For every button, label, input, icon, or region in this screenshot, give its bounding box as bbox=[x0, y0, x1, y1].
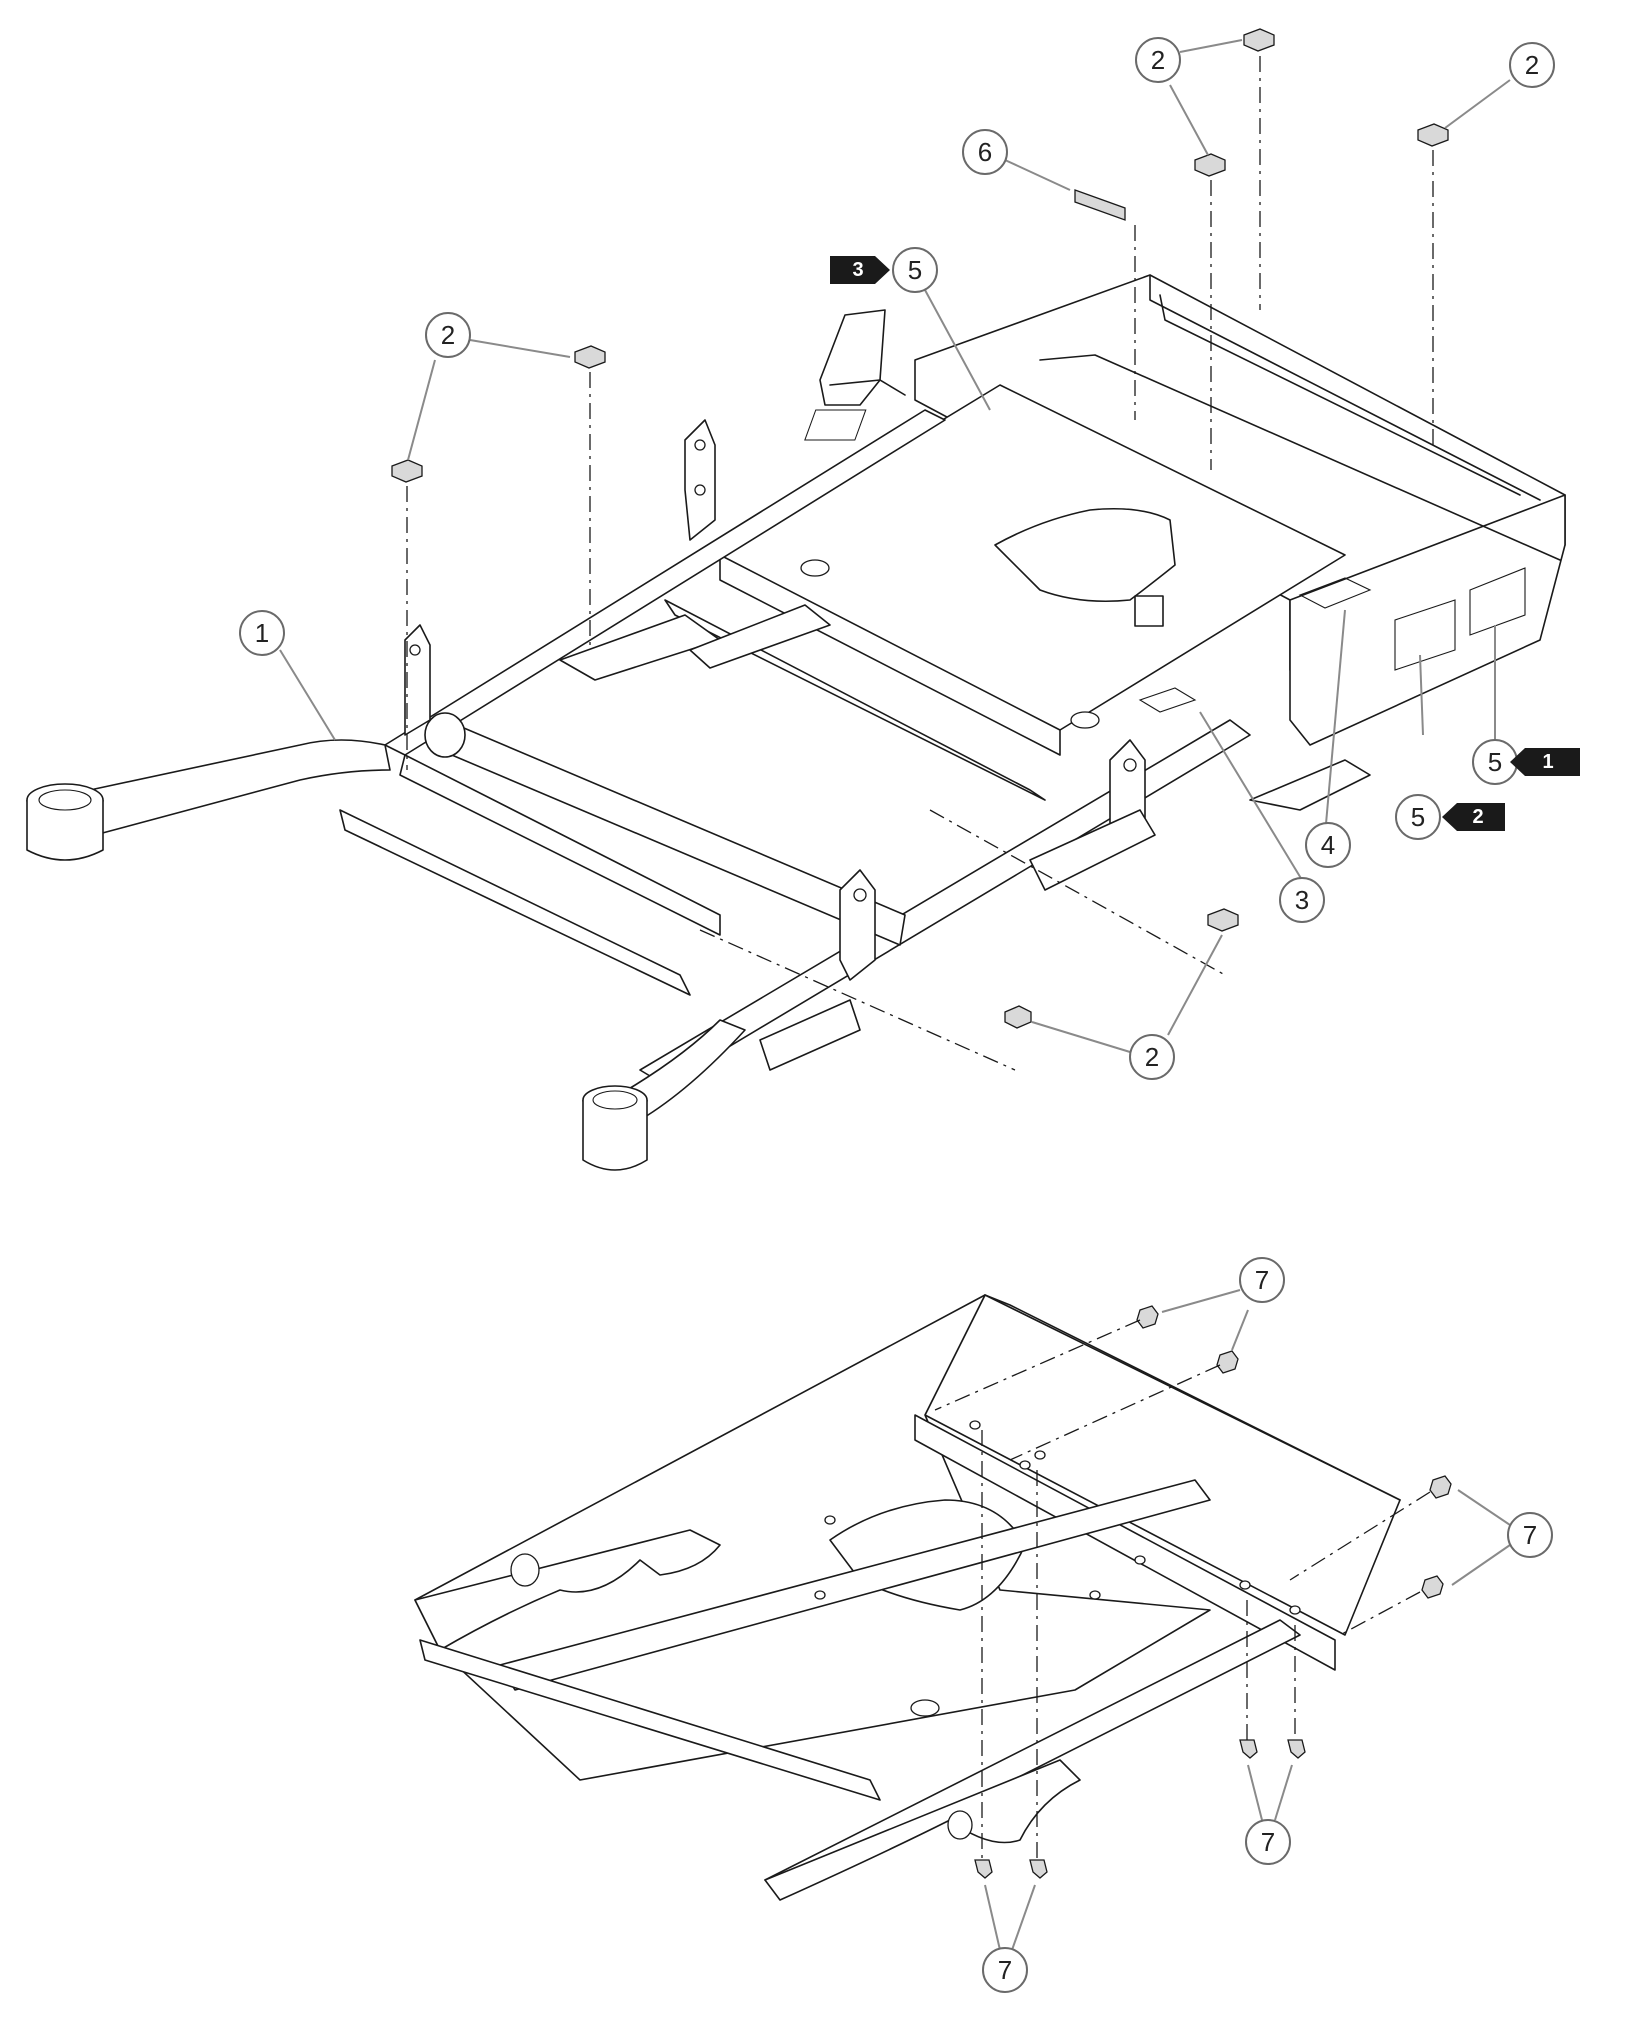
callout-item-7-a: 7 bbox=[1239, 1257, 1285, 1303]
svg-text:5: 5 bbox=[1411, 802, 1425, 832]
svg-text:5: 5 bbox=[908, 255, 922, 285]
svg-text:7: 7 bbox=[1255, 1265, 1269, 1295]
svg-text:3: 3 bbox=[852, 259, 863, 281]
rivet-3 bbox=[1429, 1475, 1452, 1499]
svg-text:6: 6 bbox=[978, 137, 992, 167]
svg-text:2: 2 bbox=[1525, 50, 1539, 80]
svg-text:7: 7 bbox=[998, 1955, 1012, 1985]
svg-text:4: 4 bbox=[1321, 830, 1335, 860]
leaders-top bbox=[279, 39, 1511, 1053]
note-flag-3: 3 bbox=[830, 256, 890, 284]
fastener-group-top bbox=[391, 28, 1449, 1071]
callouts-bottom: 7 7 7 7 bbox=[982, 1257, 1553, 1993]
callout-item-2-d: 2 bbox=[1129, 1034, 1175, 1080]
svg-text:3: 3 bbox=[1295, 885, 1309, 915]
rivet-4 bbox=[1421, 1575, 1444, 1599]
rivet-2 bbox=[1216, 1350, 1239, 1374]
clip-nut-3 bbox=[1243, 28, 1275, 52]
note-flag-1: 1 bbox=[1510, 748, 1580, 776]
callout-item-7-b: 7 bbox=[1507, 1512, 1553, 1558]
svg-text:2: 2 bbox=[1472, 806, 1483, 828]
callout-item-5-c: 5 bbox=[1395, 794, 1441, 840]
rivet-1 bbox=[1136, 1305, 1159, 1329]
clip-nut-1 bbox=[574, 345, 606, 369]
svg-text:1: 1 bbox=[1542, 751, 1553, 773]
svg-text:1: 1 bbox=[255, 618, 269, 648]
callouts-top: 1 2 2 2 2 2 3 4 bbox=[239, 37, 1555, 1080]
callout-item-1: 1 bbox=[239, 610, 285, 656]
rivet-7 bbox=[1239, 1739, 1258, 1759]
clip-nut-4 bbox=[1194, 153, 1226, 177]
seat-pan-assembly bbox=[414, 1294, 1401, 1901]
clip-nut-7 bbox=[1004, 1005, 1032, 1029]
fastener-group-bottom bbox=[934, 1305, 1452, 1879]
svg-text:2: 2 bbox=[441, 320, 455, 350]
leaders-bottom bbox=[984, 1289, 1511, 1951]
callout-item-3: 3 bbox=[1279, 877, 1325, 923]
rivet-6 bbox=[1029, 1859, 1048, 1879]
svg-text:5: 5 bbox=[1488, 747, 1502, 777]
callout-item-6: 6 bbox=[962, 129, 1008, 175]
callout-item-2-b: 2 bbox=[1135, 37, 1181, 83]
callout-item-5-a: 5 bbox=[892, 247, 938, 293]
bumper-strip bbox=[1074, 189, 1126, 221]
clip-nut-2 bbox=[391, 459, 423, 483]
note-flag-2: 2 bbox=[1442, 803, 1505, 831]
main-frame-assembly bbox=[26, 274, 1566, 1171]
callout-item-5-b: 5 bbox=[1472, 739, 1518, 785]
callout-item-2-c: 2 bbox=[1509, 42, 1555, 88]
svg-text:7: 7 bbox=[1261, 1827, 1275, 1857]
callout-item-2-a: 2 bbox=[425, 312, 471, 358]
callout-item-7-d: 7 bbox=[982, 1947, 1028, 1993]
svg-text:2: 2 bbox=[1145, 1042, 1159, 1072]
rivet-8 bbox=[1287, 1739, 1306, 1759]
svg-text:7: 7 bbox=[1523, 1520, 1537, 1550]
svg-text:2: 2 bbox=[1151, 45, 1165, 75]
rivet-5 bbox=[974, 1859, 993, 1879]
callout-item-7-c: 7 bbox=[1245, 1819, 1291, 1865]
note-flags: 3 1 2 bbox=[830, 256, 1580, 831]
clip-nut-5 bbox=[1417, 123, 1449, 147]
clip-nut-6 bbox=[1207, 908, 1239, 932]
callout-item-4: 4 bbox=[1305, 822, 1351, 868]
